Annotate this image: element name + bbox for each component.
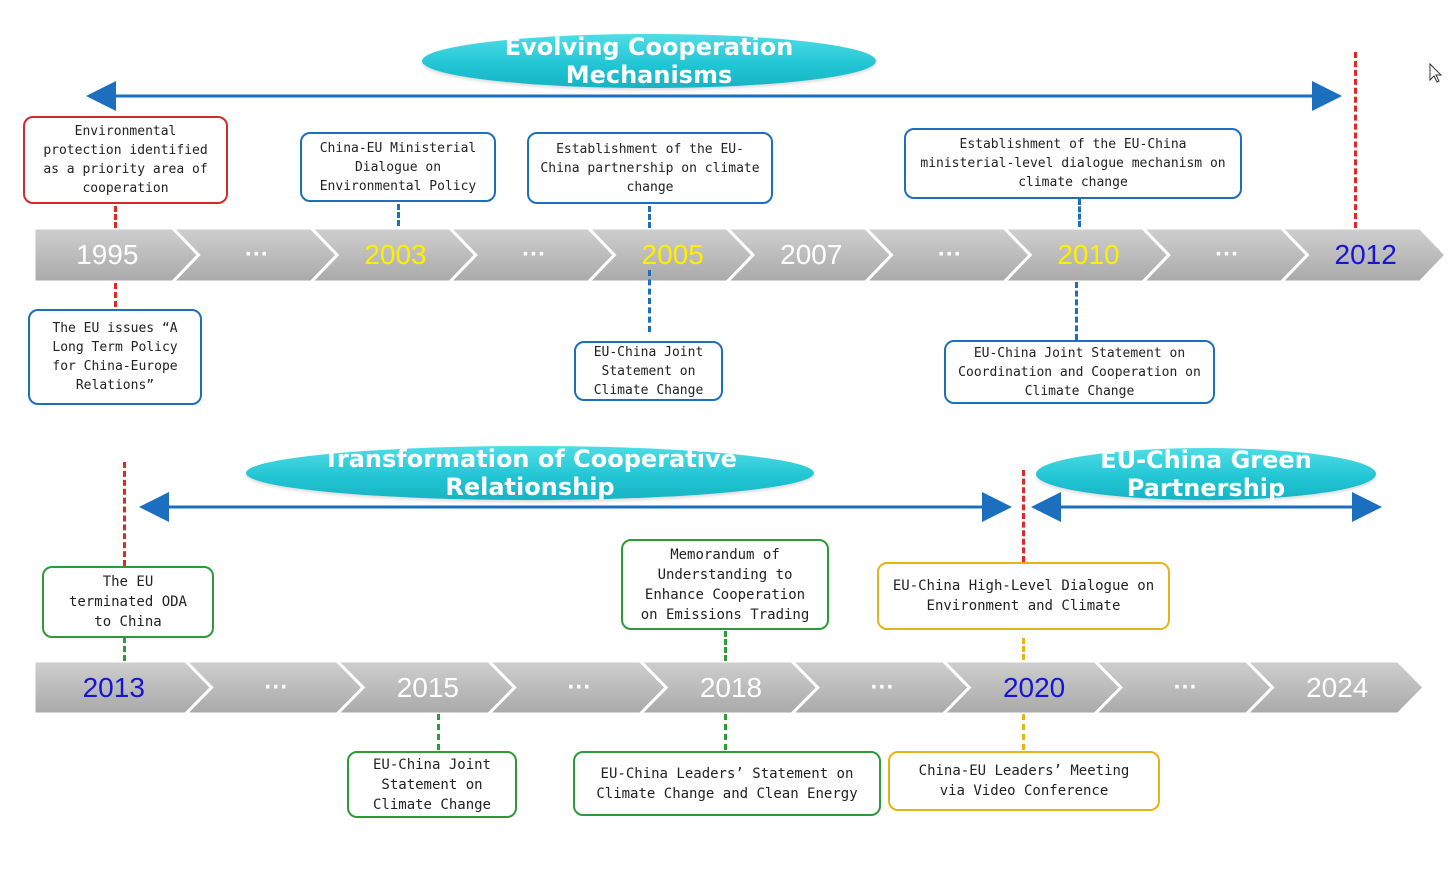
timeline2-label-2024: 2024 <box>1306 671 1369 703</box>
phase2-start-marker-2013 <box>123 462 126 566</box>
connector-2015-bottom <box>437 714 440 750</box>
timeline1-label-2003: 2003 <box>364 239 427 270</box>
connector-1995-bottom <box>114 283 117 307</box>
event-2005-joint-statement: EU-China Joint Statement on Climate Chan… <box>574 341 723 401</box>
phase1-end-marker-2012 <box>1354 52 1357 228</box>
timeline1-label-: ··· <box>937 241 962 268</box>
phase-eu-china-green-partnership: EU-China Green Partnership <box>1036 446 1376 502</box>
timeline1-label-: ··· <box>244 241 269 268</box>
timeline2-label-2018: 2018 <box>699 671 763 703</box>
event-2020-video-conference: China-EU Leaders’ Meeting via Video Conf… <box>888 751 1160 811</box>
event-1995-long-term-policy: The EU issues “A Long Term Policy for Ch… <box>28 309 202 405</box>
event-2018-emissions-trading-mou: Memorandum of Understanding to Enhance C… <box>621 539 829 630</box>
connector-2013 <box>123 637 126 661</box>
timeline2-chevron-8 <box>1242 659 1427 716</box>
timeline1-label-2010: 2010 <box>1057 239 1120 270</box>
connector-1995-top <box>114 206 117 228</box>
event-2010-joint-statement: EU-China Joint Statement on Coordination… <box>944 340 1215 404</box>
connector-2018-bottom <box>724 714 727 750</box>
event-2010-dialogue-mechanism: Establishment of the EU-China ministeria… <box>904 128 1242 199</box>
phase2-label: Transformation of Cooperative Relationsh… <box>323 445 737 501</box>
connector-2020-top <box>1022 638 1025 660</box>
connector-2020-bottom <box>1022 714 1025 750</box>
timeline1-label-: ··· <box>522 241 547 268</box>
timeline2-label-: ··· <box>567 673 592 701</box>
timeline1-label-: ··· <box>1215 241 1240 268</box>
connector-2018-top <box>724 631 727 661</box>
event-2020-high-level-dialogue: EU-China High-Level Dialogue on Environm… <box>877 562 1170 630</box>
timeline2-label-2015: 2015 <box>396 671 460 703</box>
mouse-cursor-icon <box>1429 62 1443 83</box>
phase3-label: EU-China Green Partnership <box>1100 446 1312 502</box>
phase-evolving-cooperation-mechanisms: Evolving Cooperation Mechanisms <box>422 33 876 89</box>
timeline1-label-1995: 1995 <box>76 239 139 270</box>
timeline2-label-: ··· <box>1173 673 1198 701</box>
event-2005-partnership: Establishment of the EU- China partnersh… <box>527 132 773 204</box>
timeline2-label-: ··· <box>870 673 895 701</box>
timeline1-label-2012: 2012 <box>1334 239 1397 270</box>
event-1995-priority-area: Environmental protection identified as a… <box>23 116 228 204</box>
timeline2-label-: ··· <box>264 673 289 701</box>
event-2015-joint-statement: EU-China Joint Statement on Climate Chan… <box>347 751 517 818</box>
connector-2010-top <box>1078 199 1081 227</box>
connector-2005-bottom <box>648 270 651 332</box>
timeline1-label-2005: 2005 <box>641 239 704 270</box>
connector-2010-bottom <box>1075 282 1078 340</box>
event-2018-leaders-statement: EU-China Leaders’ Statement on Climate C… <box>573 751 881 816</box>
event-2003-ministerial-dialogue: China-EU Ministerial Dialogue on Environ… <box>300 132 496 202</box>
connector-2005-top <box>648 206 651 228</box>
timeline1-label-2007: 2007 <box>780 239 843 270</box>
timeline2-label-2020: 2020 <box>1002 671 1066 703</box>
timeline2-label-2013: 2013 <box>82 671 145 703</box>
phase1-label: Evolving Cooperation Mechanisms <box>504 33 794 89</box>
phase3-start-marker-2020 <box>1022 470 1025 562</box>
phase-transformation-of-cooperative-relationship: Transformation of Cooperative Relationsh… <box>246 445 814 501</box>
timeline2-chevrons <box>32 659 1427 716</box>
timeline1-chevrons <box>32 226 1449 284</box>
timeline1-chevron-9 <box>1277 226 1449 284</box>
connector-2003-top <box>397 204 400 226</box>
event-2013-oda-terminated: The EU terminated ODA to China <box>42 566 214 638</box>
